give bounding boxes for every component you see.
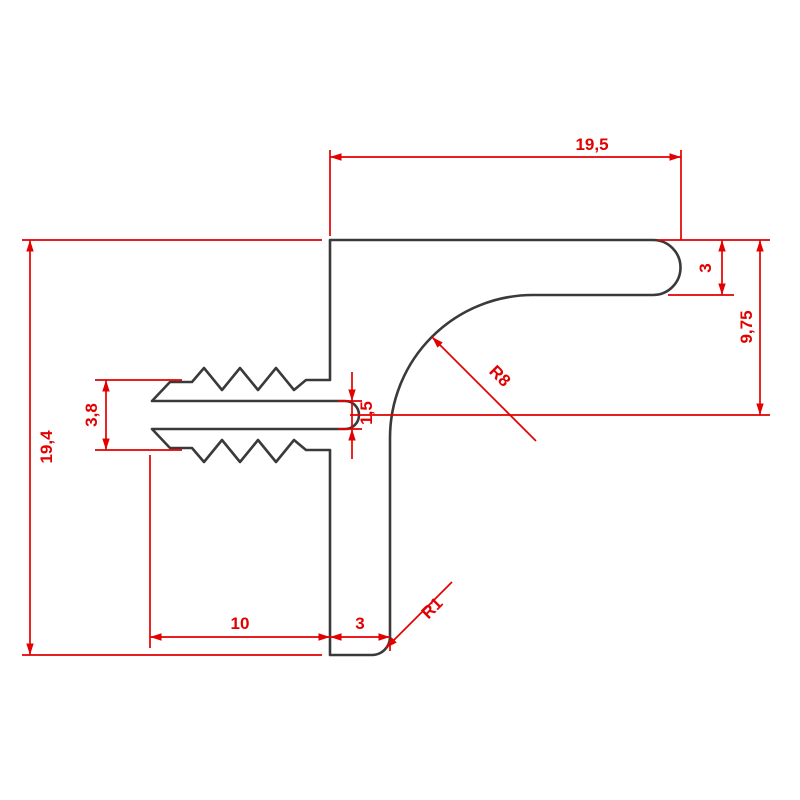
dim-total-height-label: 19,4 (37, 430, 56, 464)
dim-bottom-chain: 10 3 (149, 455, 391, 651)
dim-flange-thickness-label: 3 (696, 263, 715, 272)
leader-line (431, 336, 537, 442)
dim-spigot-height-label: 3,8 (82, 403, 101, 427)
dim-spigot-length-label: 10 (231, 614, 250, 633)
callout-radius-r1: R1 (385, 581, 453, 649)
dim-height-to-slot-label: 9,75 (737, 310, 756, 343)
dim-slot-height-label: 1,5 (357, 401, 376, 425)
leader-line (385, 581, 453, 649)
dim-height-to-slot: 9,75 (350, 240, 770, 416)
profile-outline (150, 238, 682, 657)
callout-radius-r8: R8 (431, 336, 537, 442)
dim-spigot-height: 3,8 (82, 379, 182, 451)
dim-web-thickness-label: 3 (355, 614, 364, 633)
radius-r8-label: R8 (485, 362, 514, 391)
dim-slot-height: 1,5 (338, 372, 376, 459)
dim-width-top-label: 19,5 (575, 135, 608, 154)
radius-r1-label: R1 (418, 594, 447, 623)
dim-total-height: 19,4 (22, 239, 322, 656)
dim-flange-thickness: 3 (658, 239, 770, 296)
dim-width-top: 19,5 (329, 135, 682, 240)
